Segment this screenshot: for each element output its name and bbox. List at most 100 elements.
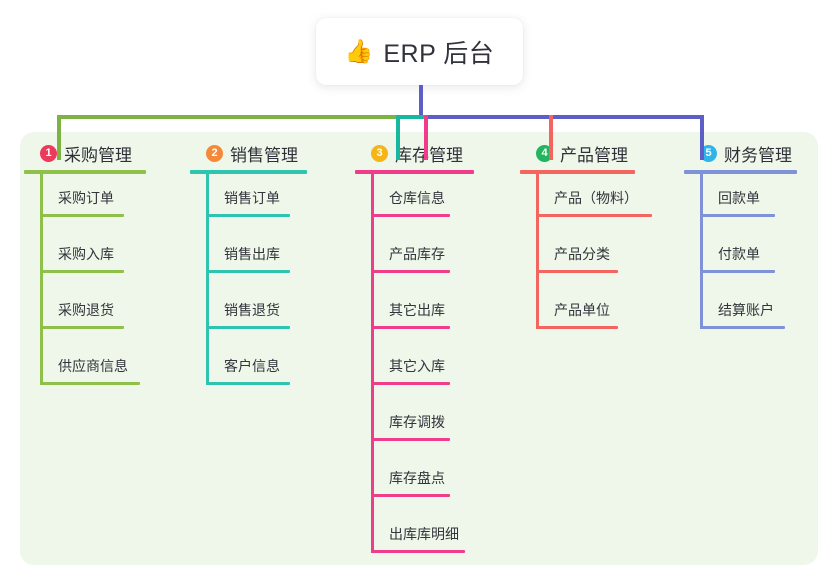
module-item[interactable]: 产品分类 [520,230,635,286]
module-item-label: 产品单位 [554,302,610,318]
module-item-rule [40,382,140,385]
module-item[interactable]: 产品库存 [355,230,474,286]
module-number-badge: 2 [206,144,223,162]
module-item-rule [371,326,450,329]
module-branch-3: 仓库信息产品库存其它出库其它入库库存调拨库存盘点出库库明细 [355,174,474,566]
module-number-badge: 3 [371,144,388,162]
module-item-rule [700,326,785,329]
module-item[interactable]: 其它入库 [355,342,474,398]
module-item[interactable]: 结算账户 [684,286,797,342]
drop-connector-5 [700,115,704,160]
module-title: 财务管理 [724,145,792,165]
module-branch-1: 采购订单采购入库采购退货供应商信息 [24,174,146,398]
module-header-rule [520,170,635,174]
module-item[interactable]: 销售订单 [190,174,307,230]
module-item-label: 销售出库 [224,246,280,262]
module-title: 采购管理 [64,145,132,165]
drop-connector-2 [396,115,400,160]
module-item-label: 采购入库 [58,246,114,262]
bus-segment-1 [57,115,399,119]
drop-connector-3 [424,115,428,160]
module-item-label: 回款单 [718,190,760,206]
module-title: 库存管理 [395,145,463,165]
module-header-rule [190,170,307,174]
module-item-label: 产品分类 [554,246,610,262]
module-item-label: 销售退货 [224,302,280,318]
module-item-rule [700,214,775,217]
branch-rail [206,174,209,385]
module-item[interactable]: 销售出库 [190,230,307,286]
module-item-label: 其它入库 [389,358,445,374]
module-item[interactable]: 采购入库 [24,230,146,286]
module-header-rule [24,170,146,174]
module-item-rule [536,270,618,273]
module-item-rule [40,214,124,217]
branch-rail [40,174,43,385]
module-item-rule [536,326,618,329]
module-item-rule [206,270,290,273]
module-item-label: 库存盘点 [389,470,445,486]
module-item-label: 销售订单 [224,190,280,206]
module-item-label: 产品（物料） [554,190,638,206]
module-number-badge: 5 [700,144,717,162]
module-item-label: 仓库信息 [389,190,445,206]
module-column-4[interactable]: 4 产品管理产品（物料） 产品分类产品单位 [520,140,652,342]
module-item-rule [40,270,124,273]
module-item-rule [371,438,450,441]
branch-rail [371,174,374,553]
module-item[interactable]: 库存盘点 [355,454,474,510]
module-item[interactable]: 供应商信息 [24,342,146,398]
module-item-label: 库存调拨 [389,414,445,430]
module-item-label: 客户信息 [224,358,280,374]
module-item-rule [700,270,775,273]
root-node-content: 👍 ERP 后台 [345,34,495,70]
module-item-label: 供应商信息 [58,358,128,374]
module-item[interactable]: 客户信息 [190,342,307,398]
module-header-4[interactable]: 4 产品管理 [520,140,635,166]
module-item[interactable]: 销售退货 [190,286,307,342]
module-number-badge: 4 [536,144,553,162]
module-item[interactable]: 出库库明细 [355,510,474,566]
root-node-erp-backend[interactable]: 👍 ERP 后台 [316,18,523,85]
module-item[interactable]: 仓库信息 [355,174,474,230]
module-item[interactable]: 付款单 [684,230,797,286]
module-item[interactable]: 其它出库 [355,286,474,342]
module-branch-2: 销售订单销售出库销售退货客户信息 [190,174,307,398]
thumbs-up-icon: 👍 [344,38,374,64]
module-branch-5: 回款单付款单结算账户 [684,174,797,342]
module-item-rule [206,214,290,217]
module-item[interactable]: 采购订单 [24,174,146,230]
module-item-rule [371,382,450,385]
module-item[interactable]: 库存调拨 [355,398,474,454]
module-branch-4: 产品（物料） 产品分类产品单位 [520,174,652,342]
module-item-label: 采购退货 [58,302,114,318]
module-item-label: 付款单 [718,246,760,262]
module-header-3[interactable]: 3 库存管理 [355,140,474,166]
branch-rail [700,174,703,329]
module-item-rule [536,214,652,217]
module-item[interactable]: 采购退货 [24,286,146,342]
module-column-5[interactable]: 5 财务管理回款单付款单结算账户 [684,140,797,342]
module-item-rule [371,214,450,217]
module-item[interactable]: 产品单位 [520,286,635,342]
module-header-rule [355,170,474,174]
module-item-rule [371,270,450,273]
drop-connector-1 [57,115,61,160]
bus-segment-3 [424,115,704,119]
module-item-label: 出库库明细 [389,526,459,542]
branch-rail [536,174,539,329]
module-header-rule [684,170,797,174]
module-item-rule [206,326,290,329]
module-item[interactable]: 回款单 [684,174,797,230]
module-item-rule [40,326,124,329]
module-header-5[interactable]: 5 财务管理 [684,140,797,166]
module-item[interactable]: 产品（物料） [520,174,652,230]
root-node-title: ERP 后台 [383,39,495,68]
module-item-rule [206,382,290,385]
module-column-3[interactable]: 3 库存管理仓库信息产品库存其它出库其它入库库存调拨库存盘点出库库明细 [355,140,474,566]
module-title: 产品管理 [560,145,628,165]
